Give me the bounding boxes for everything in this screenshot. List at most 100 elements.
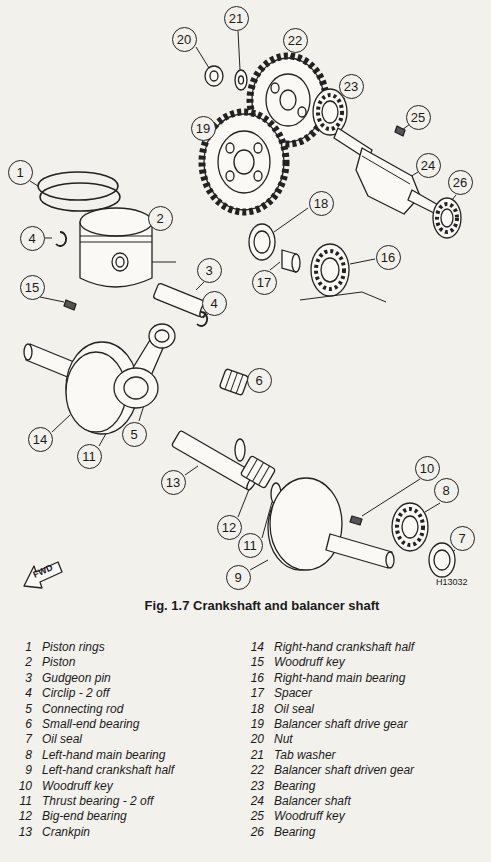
crankshaft-half — [270, 478, 342, 570]
leader-line — [196, 282, 204, 290]
spacer — [282, 250, 300, 272]
part-name: Crankpin — [42, 826, 90, 839]
key-number: 22 — [251, 764, 264, 777]
piston-rings — [38, 172, 120, 211]
key-number: 6 — [25, 718, 32, 731]
piston — [80, 208, 152, 236]
key-number: 21 — [251, 749, 264, 762]
driven-gear — [266, 74, 310, 126]
callout-number: 25 — [411, 111, 425, 124]
small-end-bearing — [231, 373, 238, 392]
leader-line — [300, 292, 386, 302]
ball-bearing — [313, 89, 347, 135]
woodruff-key — [395, 126, 405, 136]
callout-circle: 16 — [376, 245, 401, 270]
key-number: 10 — [19, 780, 32, 793]
callout-number: 24 — [421, 159, 435, 172]
ball-bearing — [437, 204, 457, 232]
oil-seal — [249, 224, 275, 260]
ball-bearing — [313, 89, 347, 135]
callout-number: 10 — [420, 462, 434, 475]
callout-number: 26 — [453, 176, 467, 189]
big-end-bearing — [240, 455, 275, 488]
connecting-rod — [114, 324, 175, 408]
woodruff-key — [64, 300, 76, 310]
part-name: Gudgeon pin — [42, 672, 111, 685]
callout-number: 19 — [196, 122, 210, 135]
callout-number: 21 — [229, 12, 243, 25]
part-name: Right-hand main bearing — [274, 672, 405, 685]
part-name: Right-hand crankshaft half — [274, 641, 414, 654]
woodruff-key — [64, 300, 76, 310]
callout-circle: 18 — [309, 191, 334, 216]
leader-line — [185, 466, 198, 475]
figure-caption: Fig. 1.7 Crankshaft and balancer shaft — [145, 599, 380, 613]
thrust-washer — [235, 439, 245, 461]
connecting-rod — [149, 324, 175, 348]
key-number: 23 — [251, 780, 264, 793]
ball-bearing — [316, 251, 344, 289]
key-number: 2 — [25, 656, 32, 669]
callout-circle: 1 — [8, 160, 33, 185]
key-number: 20 — [251, 733, 264, 746]
balancer-shaft — [362, 156, 410, 184]
ball-bearing — [433, 198, 461, 238]
leader-line — [30, 181, 38, 186]
leader-line — [274, 208, 308, 232]
part-name: Left-hand crankshaft half — [42, 764, 174, 777]
callout-circle: 5 — [122, 422, 147, 447]
crankshaft-half — [26, 344, 74, 378]
ball-bearing — [402, 516, 418, 538]
key-number: 7 — [25, 733, 32, 746]
key-number: 15 — [251, 656, 264, 669]
callout-circle: 19 — [191, 116, 216, 141]
callout-number: 3 — [205, 264, 212, 277]
part-name: Balancer shaft driven gear — [274, 764, 414, 777]
key-number: 3 — [25, 672, 32, 685]
woodruff-key — [350, 516, 362, 525]
part-name: Woodruff key — [42, 780, 113, 793]
small-end-bearing — [225, 371, 232, 390]
key-number: 16 — [251, 672, 264, 685]
part-name: Balancer shaft — [274, 795, 351, 808]
big-end-bearing — [259, 466, 270, 485]
key-number: 18 — [251, 703, 264, 716]
tab-washer — [239, 76, 244, 84]
small-end-bearing — [236, 375, 243, 394]
callout-circle: 22 — [283, 28, 308, 53]
leader-line — [350, 259, 375, 264]
callout-number: 7 — [458, 532, 465, 545]
part-name: Piston — [42, 656, 75, 669]
big-end-bearing — [240, 455, 275, 488]
key-number: 4 — [25, 687, 32, 700]
crankshaft-half — [326, 534, 392, 568]
callout-circle: 4 — [202, 291, 227, 316]
piston-rings — [40, 183, 120, 211]
woodruff-key — [395, 126, 405, 136]
callout-number: 13 — [166, 476, 180, 489]
leader-line — [52, 415, 70, 432]
drive-gear — [218, 131, 270, 193]
callout-circle: 11 — [238, 533, 263, 558]
part-name: Tab washer — [274, 749, 336, 762]
part-name: Woodruff key — [274, 656, 345, 669]
key-number: 14 — [251, 641, 264, 654]
part-name: Balancer shaft drive gear — [274, 718, 407, 731]
ball-bearing — [392, 503, 428, 551]
drive-gear — [234, 150, 254, 174]
leader-line — [250, 560, 268, 570]
callout-number: 4 — [28, 232, 35, 245]
nut — [210, 71, 218, 81]
leader-line — [30, 31, 456, 570]
callout-circle: 10 — [415, 456, 440, 481]
ball-bearing — [311, 244, 349, 296]
drive-gear — [226, 143, 234, 153]
crankshaft-half — [24, 344, 32, 360]
part-name: Small-end bearing — [42, 718, 139, 731]
callout-circle: 9 — [226, 565, 251, 590]
callout-number: 15 — [25, 281, 39, 294]
woodruff-key — [350, 516, 362, 525]
key-number: 11 — [20, 795, 32, 808]
oil-seal — [249, 224, 275, 260]
